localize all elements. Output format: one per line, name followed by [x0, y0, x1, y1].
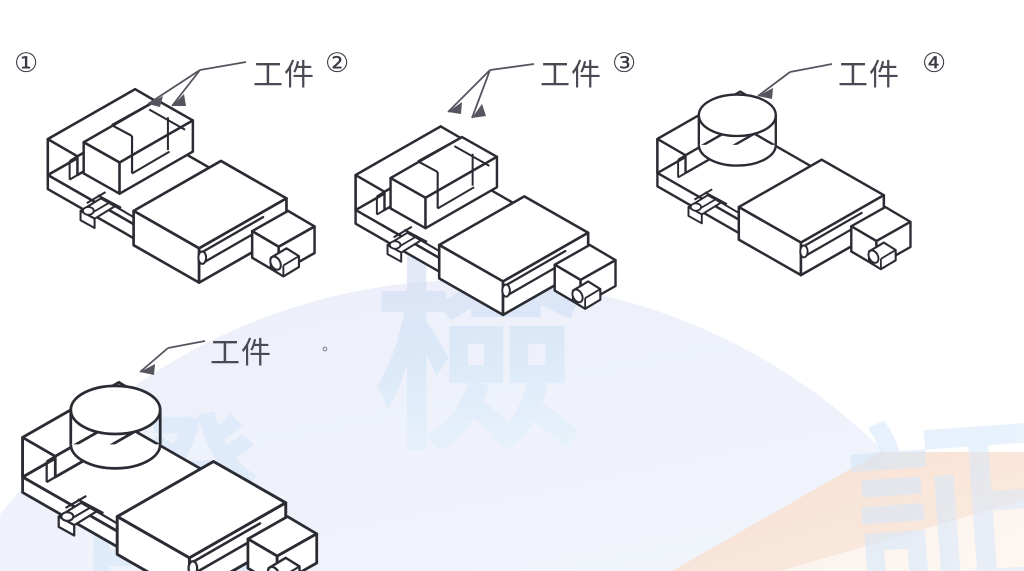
figure-4-leader-lines: [139, 340, 206, 375]
figure-2-workpiece-label: 工件: [540, 58, 602, 93]
stray-punctuation-mark: 。: [322, 336, 338, 354]
figure-2-drawing: [354, 125, 617, 317]
figure-3-leader-lines: [757, 63, 833, 99]
figure-4-workpiece-label: 工件: [210, 336, 272, 371]
figure-3-drawing: [656, 90, 912, 277]
figure-1-drawing: [46, 87, 316, 284]
figure-number-1: ①: [14, 48, 39, 79]
peach-wedge-highlight: [780, 500, 1024, 571]
figure-number-4: ④: [922, 48, 947, 79]
watermark-character-2: 証: [843, 398, 1024, 571]
figure-1-workpiece-label: 工件: [253, 58, 315, 93]
figure-2-leader-lines: [447, 63, 535, 119]
figure-number-2: ②: [325, 48, 350, 79]
figure-number-3: ③: [612, 48, 637, 79]
figure-4-drawing: [21, 380, 319, 571]
figure-3-workpiece-label: 工件: [838, 58, 900, 93]
figure-1-leader-lines: [147, 61, 247, 107]
